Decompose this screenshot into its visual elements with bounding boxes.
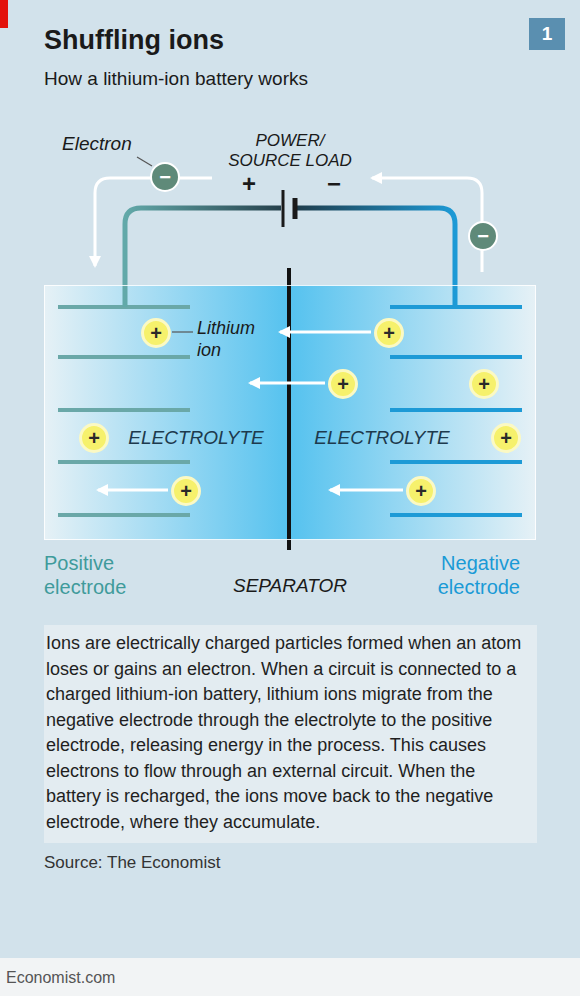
polarity-sign: − — [327, 170, 341, 199]
lithium-ion: + — [79, 423, 109, 453]
electron-charge: − — [477, 226, 489, 246]
positive-wire — [125, 208, 281, 307]
lithium-ion: + — [141, 318, 171, 348]
lithium-ion: + — [171, 476, 201, 506]
electron-label: Electron — [62, 133, 132, 156]
title: Shuffling ions — [44, 24, 224, 56]
lithium-ion: + — [328, 369, 358, 399]
cell-long-plate — [282, 190, 285, 227]
electrolyte-cell: ELECTROLYTE ELECTROLYTE + + + + + + + + — [44, 285, 536, 540]
leader-line — [172, 331, 193, 332]
ion-charge: + — [150, 323, 162, 343]
separator-line — [287, 268, 291, 550]
ion-charge: + — [88, 428, 100, 448]
ion-charge: + — [478, 374, 490, 394]
lithium-ion: + — [469, 369, 499, 399]
caption: Ions are electrically charged particles … — [44, 625, 537, 843]
watermark: Economist.com — [6, 968, 115, 987]
electron-charge: − — [159, 167, 171, 187]
ion-flow-arrows — [98, 332, 403, 490]
subtitle: How a lithium-ion battery works — [44, 68, 308, 91]
ion-label: Lithium ion — [197, 318, 263, 361]
negative-wire — [296, 208, 455, 307]
ion-charge: + — [383, 323, 395, 343]
electrolyte-label: ELECTROLYTE — [128, 427, 264, 449]
leader-line — [137, 157, 152, 166]
power-source-label: POWER/ SOURCE LOAD — [223, 131, 358, 172]
lithium-ion: + — [374, 318, 404, 348]
source-note: Source: The Economist — [44, 853, 220, 873]
electron-particle: − — [150, 162, 180, 192]
ion-charge: + — [500, 428, 512, 448]
separator-label: SEPARATOR — [233, 575, 347, 598]
electron-particle: − — [468, 221, 498, 251]
ion-charge: + — [180, 481, 192, 501]
lithium-ion: + — [406, 476, 436, 506]
ion-charge: + — [415, 481, 427, 501]
figure-number-badge: 1 — [529, 18, 565, 50]
positive-plates — [58, 307, 190, 515]
electrode-label: Negative electrode — [380, 551, 520, 599]
electrode-label: Positive electrode — [44, 551, 184, 599]
polarity-sign: + — [242, 170, 256, 199]
footer-band — [0, 958, 580, 996]
cell-short-plate — [293, 198, 298, 219]
red-tag — [0, 0, 8, 28]
lithium-ion: + — [491, 423, 521, 453]
electron-flow — [95, 178, 482, 272]
figure-number: 1 — [542, 23, 553, 45]
negative-plates — [390, 307, 522, 515]
ion-charge: + — [337, 374, 349, 394]
electrolyte-label: ELECTROLYTE — [314, 427, 450, 449]
